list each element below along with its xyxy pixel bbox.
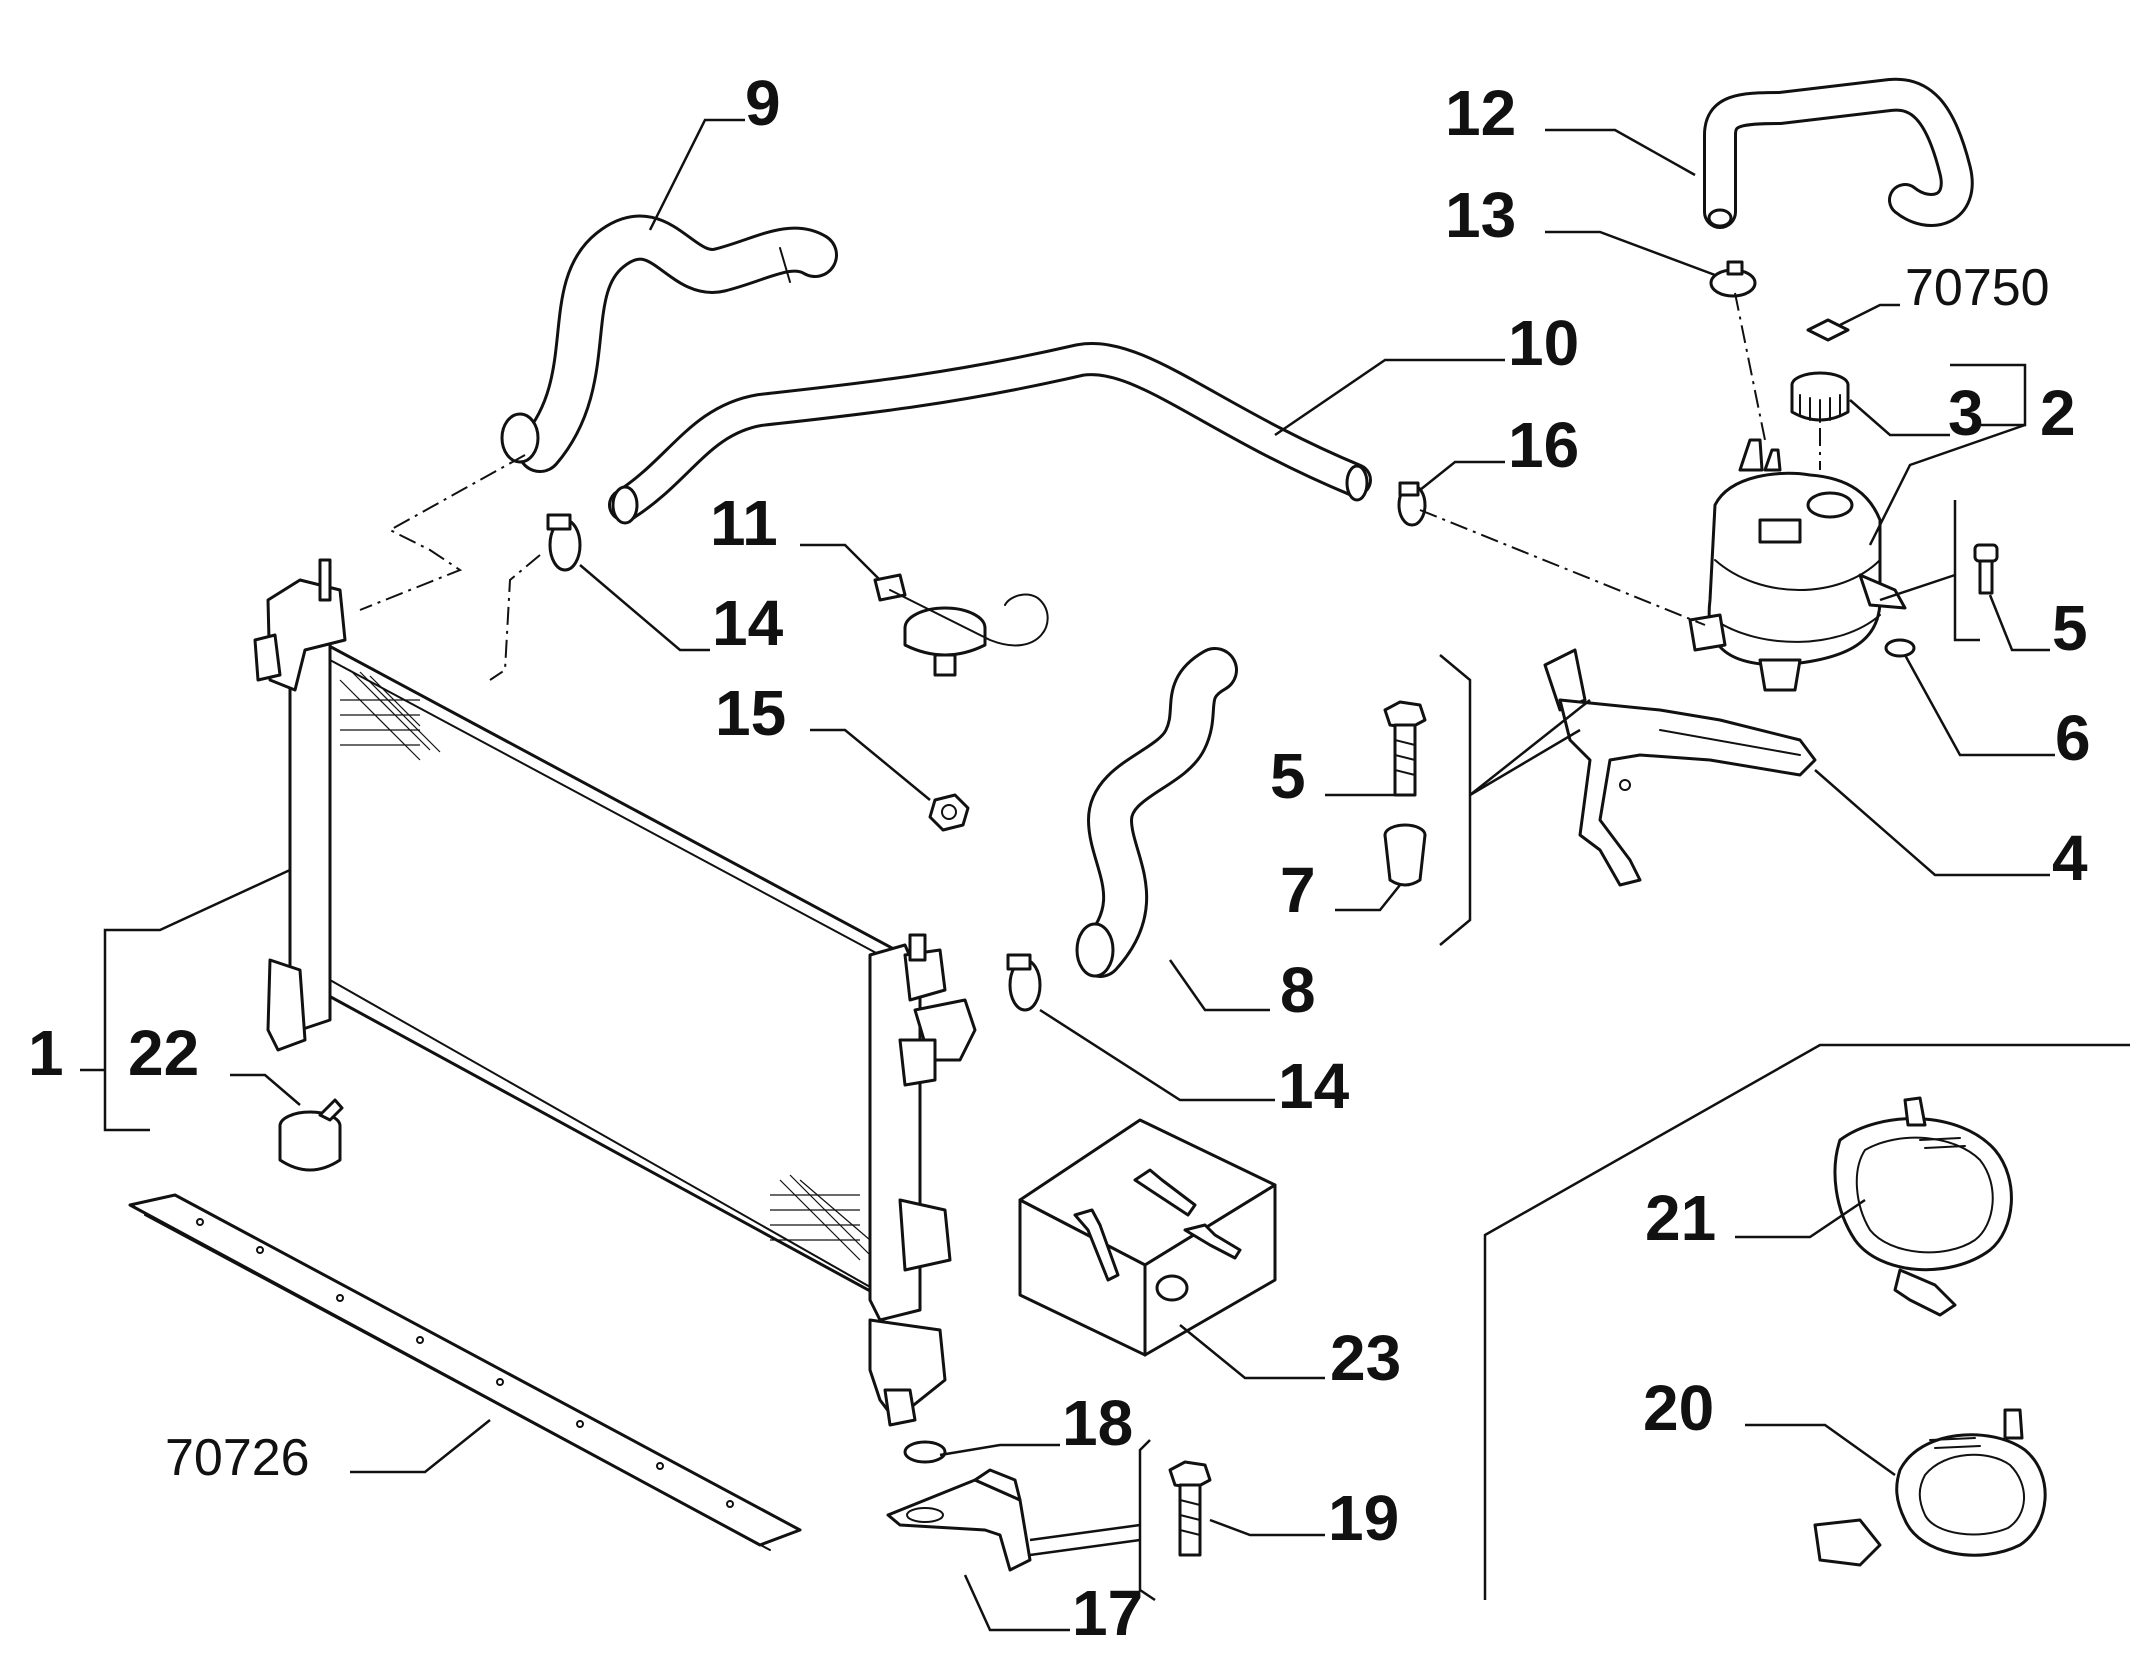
label-part-5-left: 5 [1270,740,1306,812]
label-part-8: 8 [1280,954,1316,1026]
label-part-11: 11 [710,487,778,559]
o-ring-seal [903,1440,947,1464]
label-part-2: 2 [2040,377,2076,449]
label-part-5-right: 5 [2052,592,2088,664]
label-part-13: 13 [1445,179,1516,251]
cross-member-bar [128,1193,802,1551]
label-part-3: 3 [1948,377,1984,449]
label-part-23: 23 [1330,1322,1401,1394]
label-ref-70750: 70750 [1905,259,2050,317]
hose-clamp-14-lower [1006,953,1042,1012]
lower-mount-bracket [886,1468,1032,1572]
label-part-10: 10 [1508,307,1579,379]
fastener-kit-box [1018,1118,1277,1357]
mount-bolt [1168,1460,1212,1557]
upper-radiator-hose [500,214,838,473]
label-part-4: 4 [2052,822,2088,894]
label-ref-70726: 70726 [165,1429,310,1487]
lower-radiator-hose [1075,647,1238,978]
long-coolant-hose [608,342,1372,525]
expansion-tank-cap [1790,371,1850,423]
label-part-12: 12 [1445,77,1516,149]
overflow-hose [1703,77,1974,229]
hose-clamp-14-upper [546,513,582,572]
label-part-16: 16 [1508,409,1579,481]
hose-clip-20 [1813,1408,2047,1567]
expansion-tank [1688,438,1907,692]
label-part-15: 15 [715,677,786,749]
label-part-14-upper: 14 [712,587,784,659]
assembly-lines [359,292,1821,681]
label-part-18: 18 [1062,1387,1133,1459]
hose-clamp-16 [1397,481,1427,527]
temperature-sensor-with-tie [873,573,1049,677]
label-part-20: 20 [1643,1372,1714,1444]
leader-lines [80,118,2130,1632]
hex-nut [928,793,970,832]
label-sticker [1806,318,1850,342]
rubber-mount [278,1098,344,1172]
nut-insert [1383,823,1427,887]
hose-clamp-13 [1709,260,1757,298]
label-part-19: 19 [1328,1482,1399,1554]
bracket-bolt [1383,700,1427,797]
label-part-6: 6 [2055,702,2091,774]
label-part-7: 7 [1280,854,1316,926]
label-part-21: 21 [1645,1182,1716,1254]
label-part-14-lower: 14 [1278,1050,1350,1122]
label-part-22: 22 [128,1017,199,1089]
label-part-9: 9 [745,67,781,139]
washer [1884,638,1916,658]
callout-labels: 1 22 70726 9 10 11 14 15 16 12 13 70750 … [28,67,2091,1649]
radiator [253,558,977,1427]
label-part-1: 1 [28,1017,64,1089]
tank-screw [1973,543,1999,595]
tank-bracket [1543,648,1817,887]
hose-clip-21 [1833,1096,2013,1317]
label-part-17: 17 [1072,1577,1143,1649]
